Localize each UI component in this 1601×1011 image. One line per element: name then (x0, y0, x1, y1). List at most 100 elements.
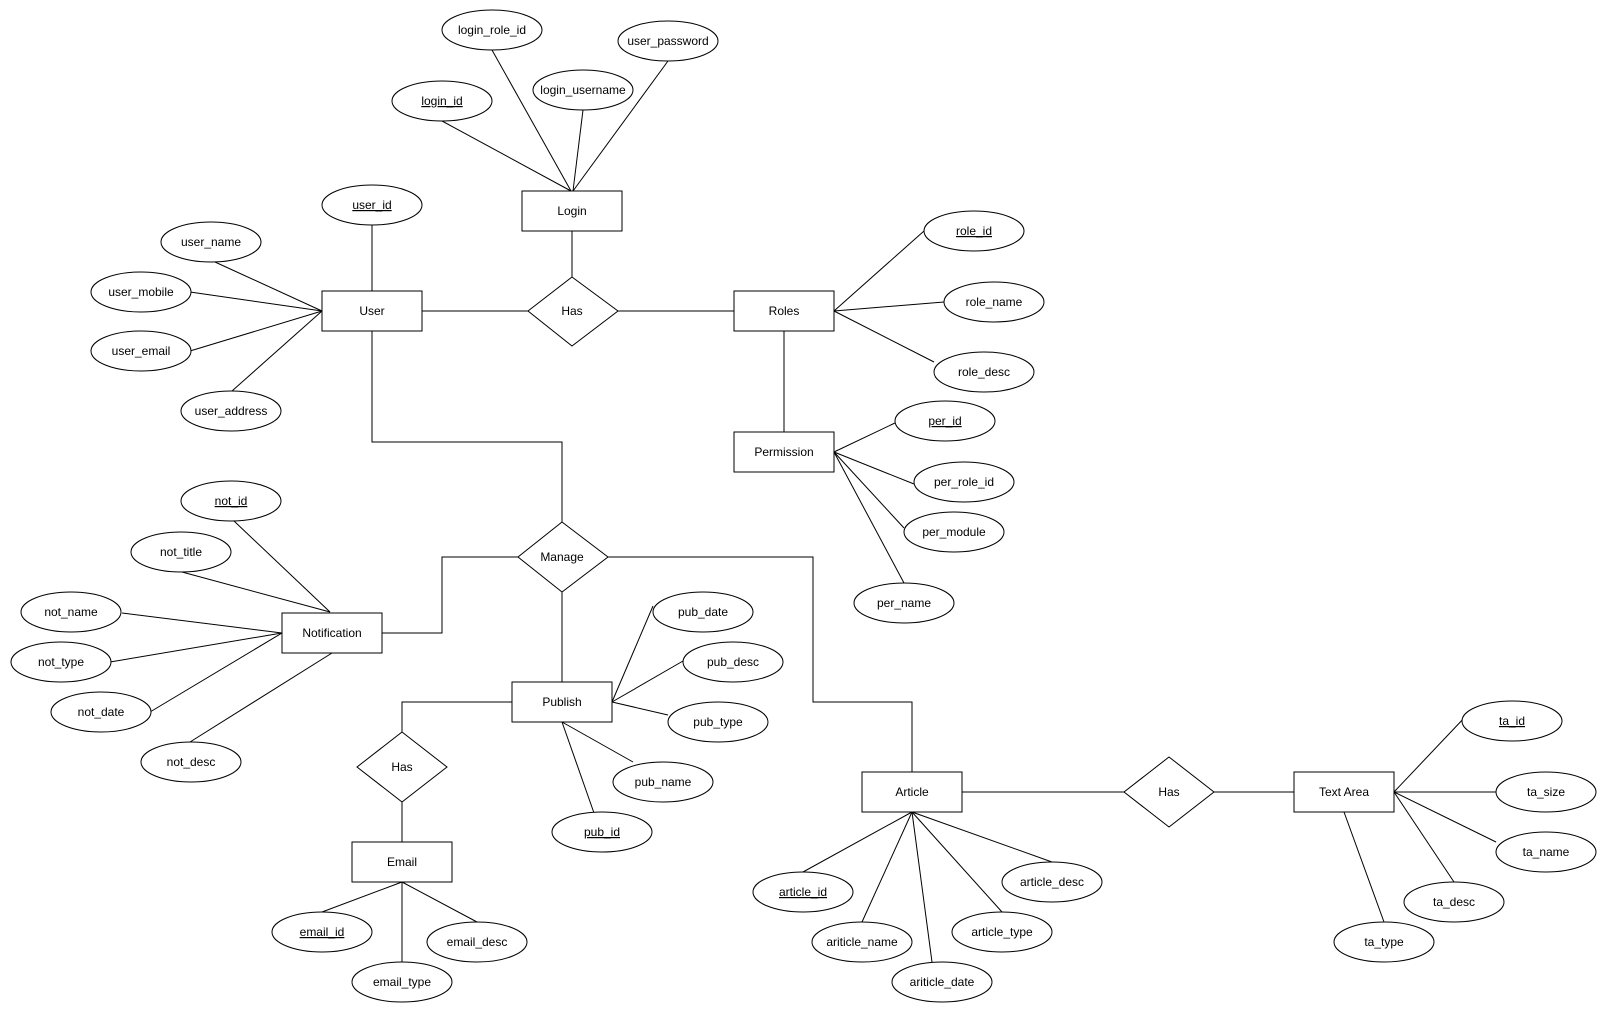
attr-user-mobile[interactable]: user_mobile (90, 271, 192, 313)
attribute-label: ta_size (1527, 785, 1565, 799)
attribute-label: pub_desc (707, 655, 759, 669)
relationship-has-publish-email[interactable]: Has (356, 731, 448, 803)
attr-pub-id[interactable]: pub_id (551, 811, 653, 853)
attr-ta-size[interactable]: ta_size (1495, 771, 1597, 813)
attr-ta-id[interactable]: ta_id (1461, 700, 1563, 742)
entity-label: Login (557, 204, 586, 218)
attr-ta-desc[interactable]: ta_desc (1403, 881, 1505, 923)
entity-label: Notification (302, 626, 361, 640)
attribute-label: article_desc (1020, 875, 1084, 889)
attr-not-desc[interactable]: not_desc (140, 741, 242, 783)
attr-ta-name[interactable]: ta_name (1495, 831, 1597, 873)
entity-label: Text Area (1319, 785, 1369, 799)
connectors (109, 49, 1497, 963)
entity-label: User (359, 304, 384, 318)
attr-not-date[interactable]: not_date (50, 691, 152, 733)
attribute-label: per_id (928, 414, 961, 428)
attribute-label: user_id (352, 198, 391, 212)
attr-role-desc[interactable]: role_desc (933, 351, 1035, 393)
attribute-label: email_id (300, 925, 345, 939)
attribute-label: ta_type (1364, 935, 1404, 949)
relationship-manage[interactable]: Manage (517, 521, 609, 593)
entity-article[interactable]: Article (861, 771, 963, 813)
entity-user[interactable]: User (321, 290, 423, 332)
entity-label: Permission (754, 445, 813, 459)
entity-label: Publish (542, 695, 581, 709)
attribute-label: pub_id (584, 825, 620, 839)
attribute-label: per_module (922, 525, 986, 539)
attr-pub-date[interactable]: pub_date (652, 591, 754, 633)
relationship-label: Has (561, 304, 582, 318)
attr-not-type[interactable]: not_type (10, 641, 112, 683)
attribute-label: ta_name (1523, 845, 1570, 859)
attr-role-name[interactable]: role_name (943, 281, 1045, 323)
attr-pub-type[interactable]: pub_type (667, 701, 769, 743)
entity-permission[interactable]: Permission (733, 431, 835, 473)
attribute-label: login_role_id (458, 23, 526, 37)
attribute-label: email_desc (447, 935, 508, 949)
attribute-label: not_desc (167, 755, 216, 769)
attr-role-id[interactable]: role_id (923, 210, 1025, 252)
attribute-label: user_mobile (108, 285, 174, 299)
attribute-label: per_name (877, 596, 931, 610)
attribute-label: not_date (78, 705, 125, 719)
attr-article-id[interactable]: article_id (752, 871, 854, 913)
relationship-label: Manage (540, 550, 584, 564)
entity-roles[interactable]: Roles (733, 290, 835, 332)
attribute-label: ta_id (1499, 714, 1525, 728)
attribute-label: user_name (181, 235, 241, 249)
attr-user-email[interactable]: user_email (90, 330, 192, 372)
attr-not-name[interactable]: not_name (20, 591, 122, 633)
attribute-label: per_role_id (934, 475, 994, 489)
attribute-label: pub_date (678, 605, 728, 619)
attr-ariticle-name[interactable]: ariticle_name (811, 921, 913, 963)
attribute-label: role_desc (958, 365, 1010, 379)
attr-pub-name[interactable]: pub_name (612, 761, 714, 803)
attr-email-type[interactable]: email_type (351, 961, 453, 1003)
entity-publish[interactable]: Publish (511, 681, 613, 723)
attr-user-password[interactable]: user_password (617, 20, 719, 62)
attribute-label: user_password (627, 34, 708, 48)
attribute-label: article_type (971, 925, 1033, 939)
attr-login-id[interactable]: login_id (391, 80, 493, 122)
entity-label: Roles (769, 304, 800, 318)
attr-ariticle-date[interactable]: ariticle_date (891, 961, 993, 1003)
attr-login-username[interactable]: login_username (532, 69, 634, 111)
entity-text-area[interactable]: Text Area (1293, 771, 1395, 813)
attr-not-id[interactable]: not_id (180, 480, 282, 522)
attr-email-id[interactable]: email_id (271, 911, 373, 953)
attribute-label: not_title (160, 545, 202, 559)
attribute-label: not_id (215, 494, 248, 508)
attribute-label: pub_name (635, 775, 692, 789)
attr-article-desc[interactable]: article_desc (1001, 861, 1103, 903)
attr-per-role-id[interactable]: per_role_id (913, 461, 1015, 503)
attribute-label: pub_type (693, 715, 743, 729)
attribute-label: user_email (112, 344, 171, 358)
entity-email[interactable]: Email (351, 841, 453, 883)
attr-email-desc[interactable]: email_desc (426, 921, 528, 963)
entity-label: Article (895, 785, 929, 799)
entity-login[interactable]: Login (521, 190, 623, 232)
attr-user-address[interactable]: user_address (180, 390, 282, 432)
attribute-label: ariticle_date (910, 975, 975, 989)
attribute-label: role_name (966, 295, 1023, 309)
attribute-label: login_username (540, 83, 626, 97)
attr-user-id[interactable]: user_id (321, 184, 423, 226)
attr-per-name[interactable]: per_name (853, 582, 955, 624)
attr-per-id[interactable]: per_id (894, 400, 996, 442)
attribute-label: not_type (38, 655, 84, 669)
attr-pub-desc[interactable]: pub_desc (682, 641, 784, 683)
entity-label: Email (387, 855, 417, 869)
attribute-label: ariticle_name (826, 935, 898, 949)
attribute-label: ta_desc (1433, 895, 1475, 909)
attr-user-name[interactable]: user_name (160, 221, 262, 263)
relationship-has-user-roles[interactable]: Has (527, 276, 619, 347)
attribute-label: article_id (779, 885, 827, 899)
attr-ta-type[interactable]: ta_type (1333, 921, 1435, 963)
attr-not-title[interactable]: not_title (130, 531, 232, 573)
attr-article-type[interactable]: article_type (951, 911, 1053, 953)
relationship-has-article-textarea[interactable]: Has (1123, 756, 1215, 828)
entity-notification[interactable]: Notification (281, 612, 383, 654)
attr-login-role-id[interactable]: login_role_id (441, 9, 543, 51)
attr-per-module[interactable]: per_module (903, 511, 1005, 553)
